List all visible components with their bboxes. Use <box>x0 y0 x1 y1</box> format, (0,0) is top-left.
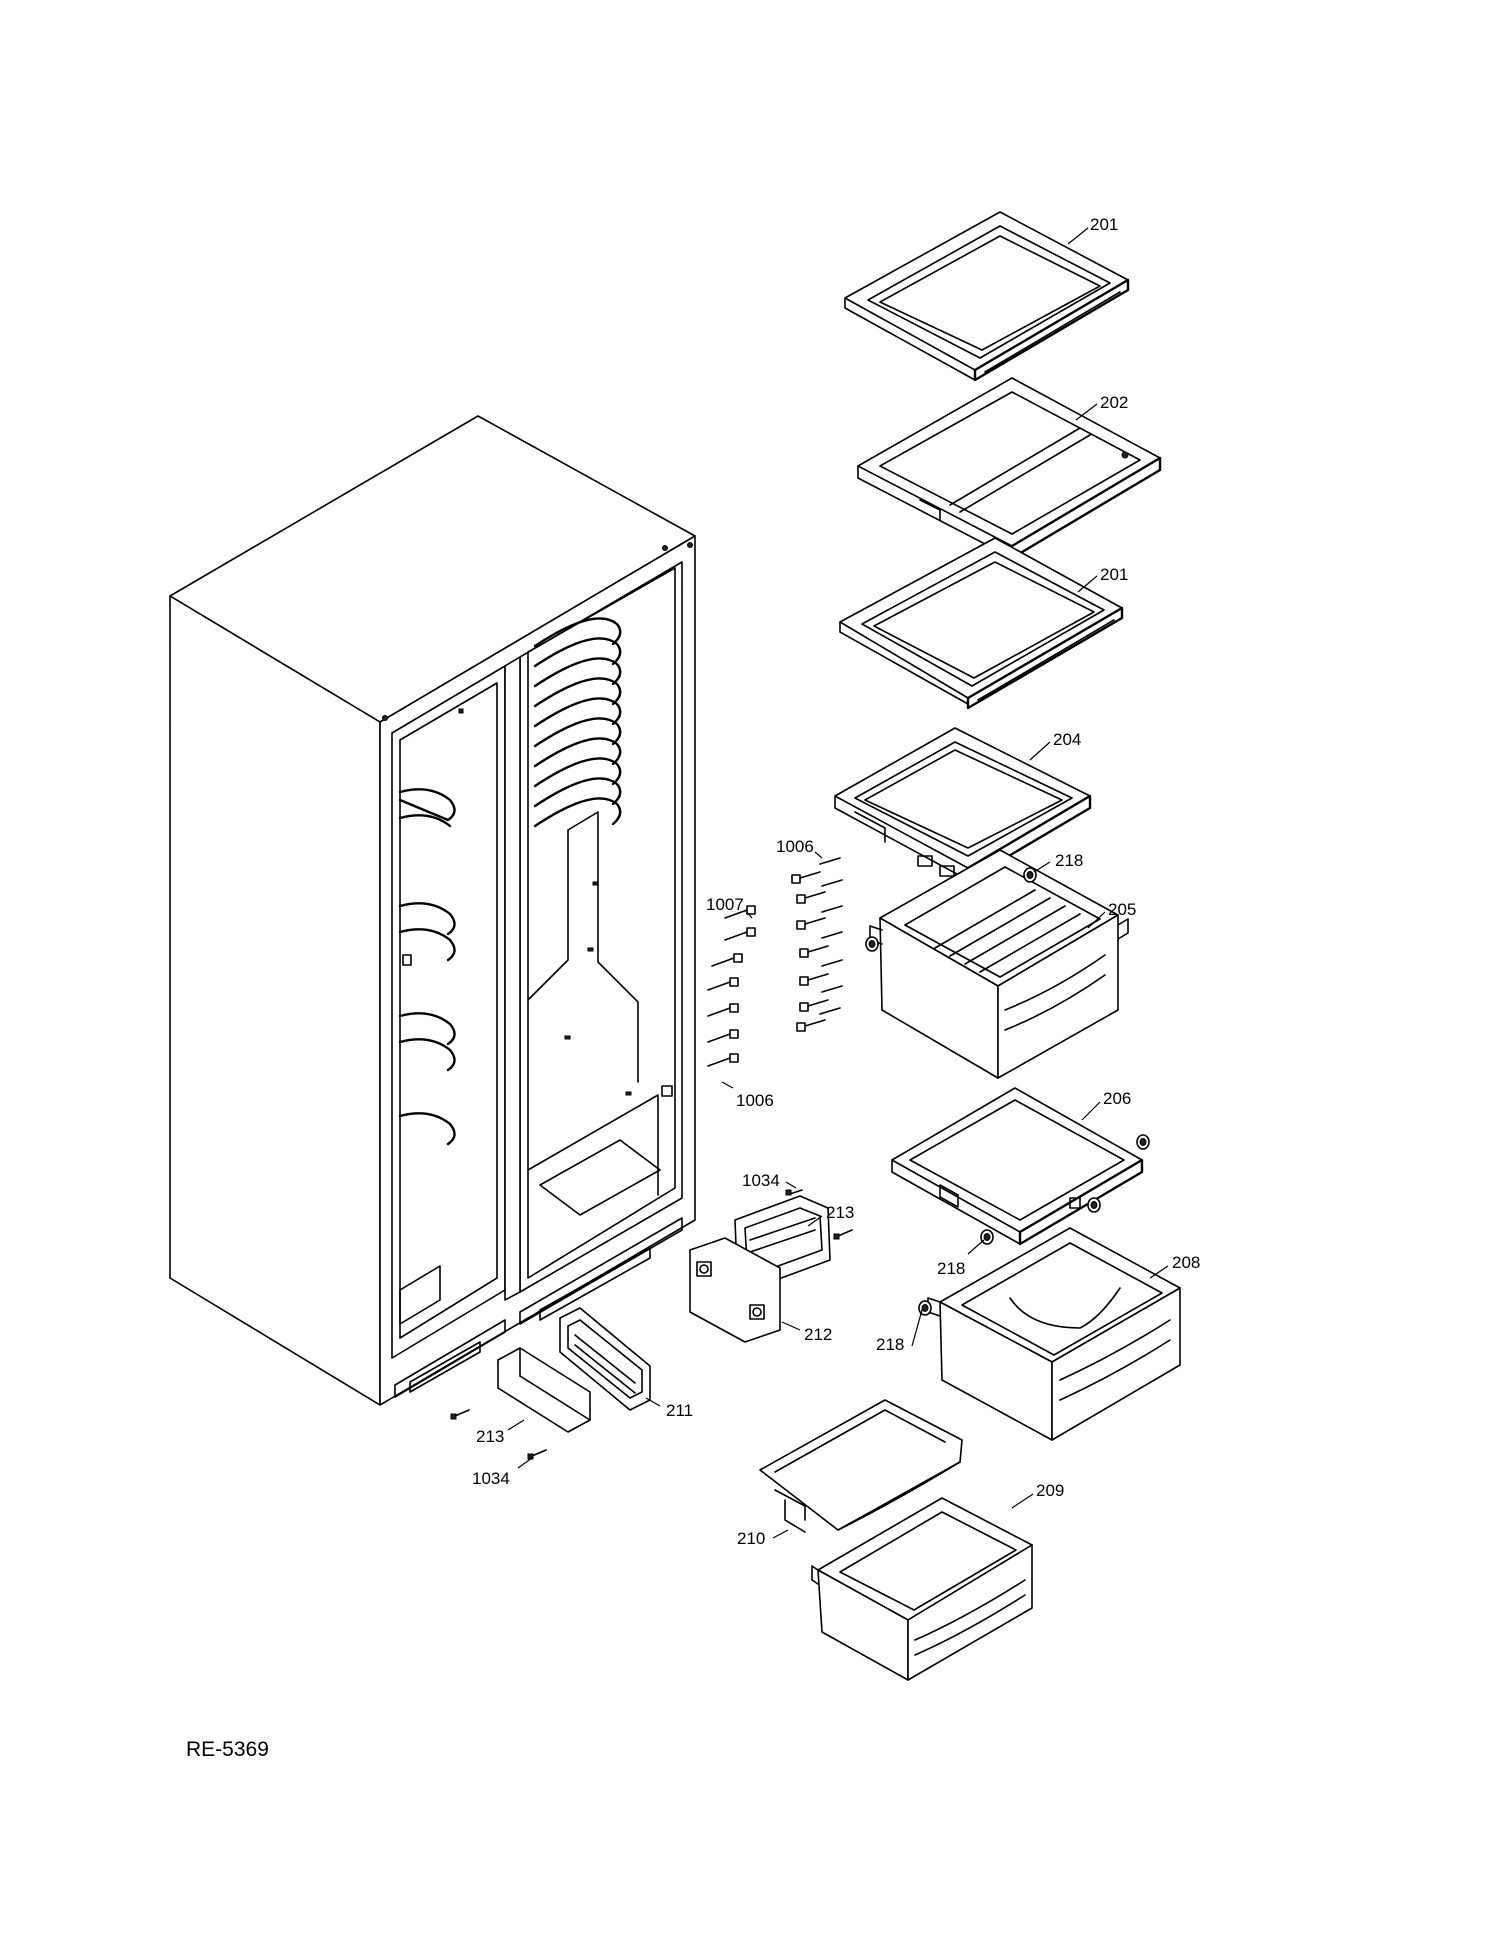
refrigerator-cabinet <box>169 415 696 1406</box>
callout-210: 210 <box>737 1529 765 1548</box>
callout-211: 211 <box>666 1401 693 1420</box>
callout-labels: 201 202 201 204 218 205 1006 1007 1006 2… <box>472 215 1200 1548</box>
callout-213-lower: 213 <box>476 1427 504 1446</box>
callout-1034-b: 1034 <box>472 1469 510 1488</box>
callout-206: 206 <box>1103 1089 1131 1108</box>
drawer-208 <box>927 1227 1181 1441</box>
callout-218-b: 218 <box>937 1259 965 1278</box>
callout-1006-b: 1006 <box>736 1091 774 1110</box>
leader-lines <box>507 227 1169 1539</box>
bracket-212 <box>689 1237 781 1343</box>
drawer-209 <box>811 1497 1033 1681</box>
shelf-201-second <box>839 537 1124 710</box>
drawer-205 <box>869 849 1129 1079</box>
callout-218-a: 218 <box>1055 851 1083 870</box>
shelf-202 <box>857 377 1162 560</box>
callout-209: 209 <box>1036 1481 1064 1500</box>
callout-212: 212 <box>804 1325 832 1344</box>
rollers-218 <box>865 867 1150 1316</box>
callout-1007: 1007 <box>706 895 744 914</box>
callout-201-second: 201 <box>1100 565 1128 584</box>
callout-201-top: 201 <box>1090 215 1118 234</box>
callout-204: 204 <box>1053 730 1081 749</box>
shelf-206 <box>891 1087 1144 1246</box>
callout-213-upper: 213 <box>826 1203 854 1222</box>
callout-218-c: 218 <box>876 1335 904 1354</box>
document-code: RE-5369 <box>186 1738 269 1761</box>
callout-208: 208 <box>1172 1253 1200 1272</box>
shelf-204 <box>834 727 1092 882</box>
bracket-213-lower <box>450 1189 792 1460</box>
callout-205: 205 <box>1108 900 1136 919</box>
screws-1006-1007 <box>707 857 843 1067</box>
cover-210 <box>759 1399 963 1533</box>
callout-1034-a: 1034 <box>742 1171 780 1190</box>
callout-202: 202 <box>1100 393 1128 412</box>
callout-1006-a: 1006 <box>776 837 814 856</box>
shelf-201-top <box>844 211 1130 382</box>
